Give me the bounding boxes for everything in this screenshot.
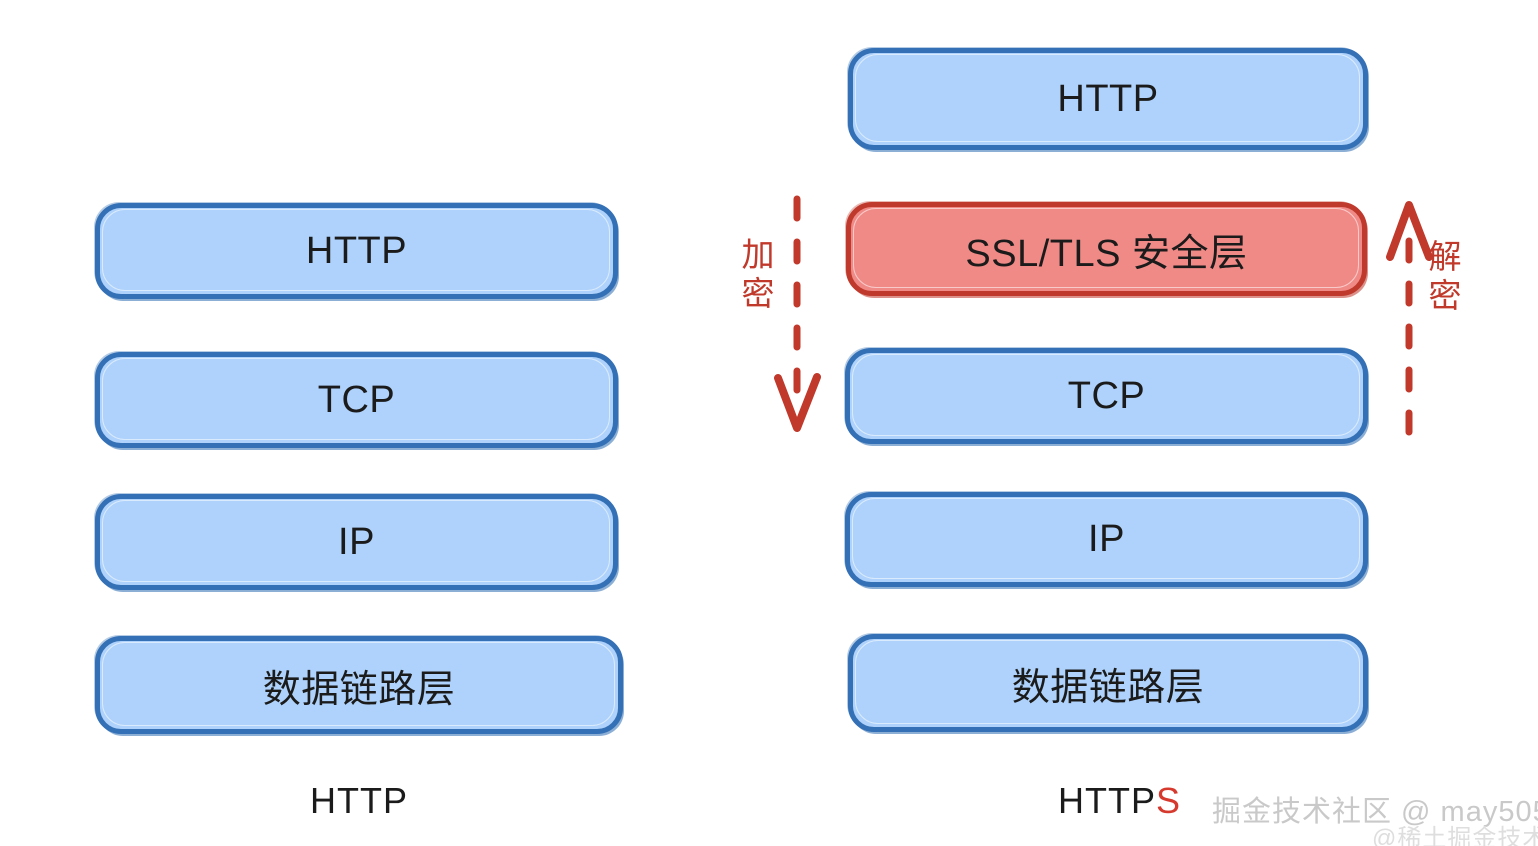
right-layer-datalink: 数据链路层 bbox=[848, 634, 1368, 732]
left-layer-tcp-label: TCP bbox=[317, 378, 396, 421]
right-stack-caption: HTTPS bbox=[1058, 780, 1181, 822]
decrypt-arrow-icon bbox=[1386, 201, 1433, 439]
encrypt-arrow-char-2: 密 bbox=[741, 274, 775, 312]
left-stack-caption: HTTP bbox=[310, 780, 408, 822]
decrypt-arrow-char-1: 解 bbox=[1428, 238, 1462, 275]
right-layer-tcp-label: TCP bbox=[1067, 374, 1146, 417]
left-stack-caption-text: HTTP bbox=[310, 780, 408, 821]
left-layer-http-label: HTTP bbox=[305, 229, 408, 272]
decrypt-arrow-char-2: 密 bbox=[1428, 276, 1462, 314]
right-layer-http-label: HTTP bbox=[1057, 77, 1159, 120]
decrypt-arrow-label: 解 密 bbox=[1425, 238, 1465, 316]
left-layer-datalink: 数据链路层 bbox=[95, 636, 623, 734]
left-layer-http: HTTP bbox=[95, 203, 618, 299]
left-layer-tcp: TCP bbox=[95, 352, 618, 448]
right-layer-ssl-tls: SSL/TLS 安全层 bbox=[846, 202, 1367, 296]
right-layer-tcp: TCP bbox=[845, 348, 1368, 444]
watermark-primary: 掘金技术社区 @ may505 bbox=[1212, 796, 1538, 828]
right-layer-http: HTTP bbox=[848, 48, 1368, 150]
right-stack-caption-prefix: HTTP bbox=[1058, 780, 1156, 821]
right-stack-caption-accent: S bbox=[1156, 780, 1182, 821]
right-layer-ssl-tls-label: SSL/TLS 安全层 bbox=[965, 232, 1248, 275]
left-layer-ip: IP bbox=[95, 494, 618, 590]
decrypt-arrow bbox=[1382, 195, 1442, 440]
encrypt-arrow bbox=[770, 195, 830, 435]
left-layer-datalink-label: 数据链路层 bbox=[262, 668, 456, 711]
left-layer-ip-label: IP bbox=[338, 520, 375, 563]
encrypt-arrow-char-1: 加 bbox=[741, 236, 775, 273]
right-layer-datalink-label: 数据链路层 bbox=[1011, 666, 1205, 709]
right-layer-ip-label: IP bbox=[1088, 518, 1125, 560]
encrypt-arrow-icon bbox=[774, 195, 821, 432]
encrypt-arrow-label: 加 密 bbox=[738, 236, 778, 314]
watermark-secondary: @稀土掘金技术社区 bbox=[1372, 825, 1538, 846]
right-layer-ip: IP bbox=[845, 492, 1368, 587]
